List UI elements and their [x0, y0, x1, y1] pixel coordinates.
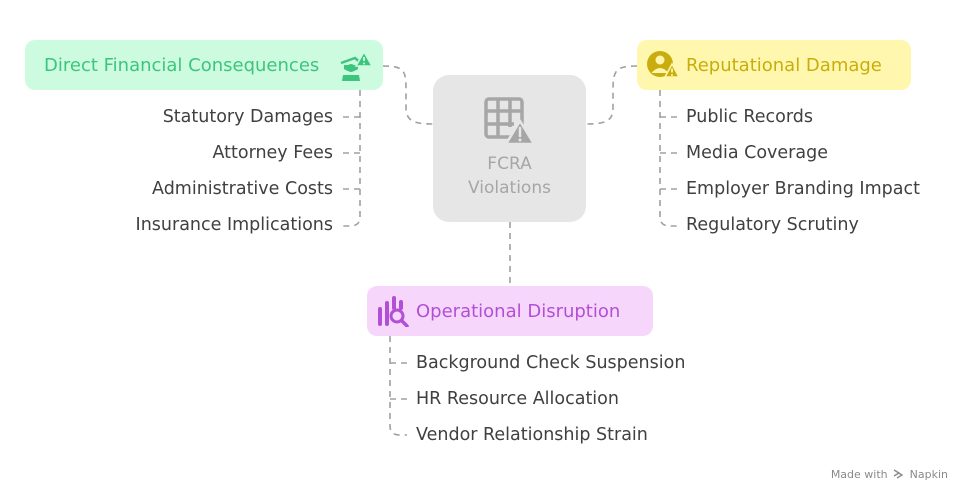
napkin-brand-label: Napkin [909, 468, 948, 481]
made-with-label: Made with [830, 468, 888, 481]
leaf-statutory-damages: Statutory Damages [162, 107, 333, 127]
table-warning-icon [484, 97, 536, 146]
chart-search-icon [378, 296, 409, 327]
branch-title: Direct Financial Consequences [44, 55, 320, 76]
leaf-hr-resource-allocation: HR Resource Allocation [416, 389, 619, 409]
napkin-logo-icon [893, 469, 904, 479]
leaf-background-check-suspension: Background Check Suspension [416, 353, 686, 373]
branch-title: Operational Disruption [416, 301, 621, 322]
leaf-attorney-fees: Attorney Fees [212, 143, 333, 163]
center-title: FCRA Violations [433, 152, 586, 200]
leaf-administrative-costs: Administrative Costs [152, 179, 333, 199]
person-warning-icon [340, 50, 374, 81]
leaf-employer-branding-impact: Employer Branding Impact [686, 179, 920, 199]
center-title-line2: Violations [468, 178, 551, 198]
branch-title: Reputational Damage [686, 55, 882, 76]
leaf-media-coverage: Media Coverage [686, 143, 828, 163]
branch-operational-disruption: Operational Disruption [367, 286, 653, 336]
user-warning-icon [647, 51, 680, 78]
leaf-regulatory-scrutiny: Regulatory Scrutiny [686, 215, 859, 235]
branch-financial-consequences: Direct Financial Consequences [25, 40, 383, 90]
leaf-insurance-implications: Insurance Implications [135, 215, 333, 235]
leaf-public-records: Public Records [686, 107, 813, 127]
branch-reputational-damage: Reputational Damage [637, 40, 911, 90]
leaf-vendor-relationship-strain: Vendor Relationship Strain [416, 425, 648, 445]
footer-watermark: Made with Napkin [831, 468, 948, 481]
center-title-line1: FCRA [487, 154, 532, 174]
